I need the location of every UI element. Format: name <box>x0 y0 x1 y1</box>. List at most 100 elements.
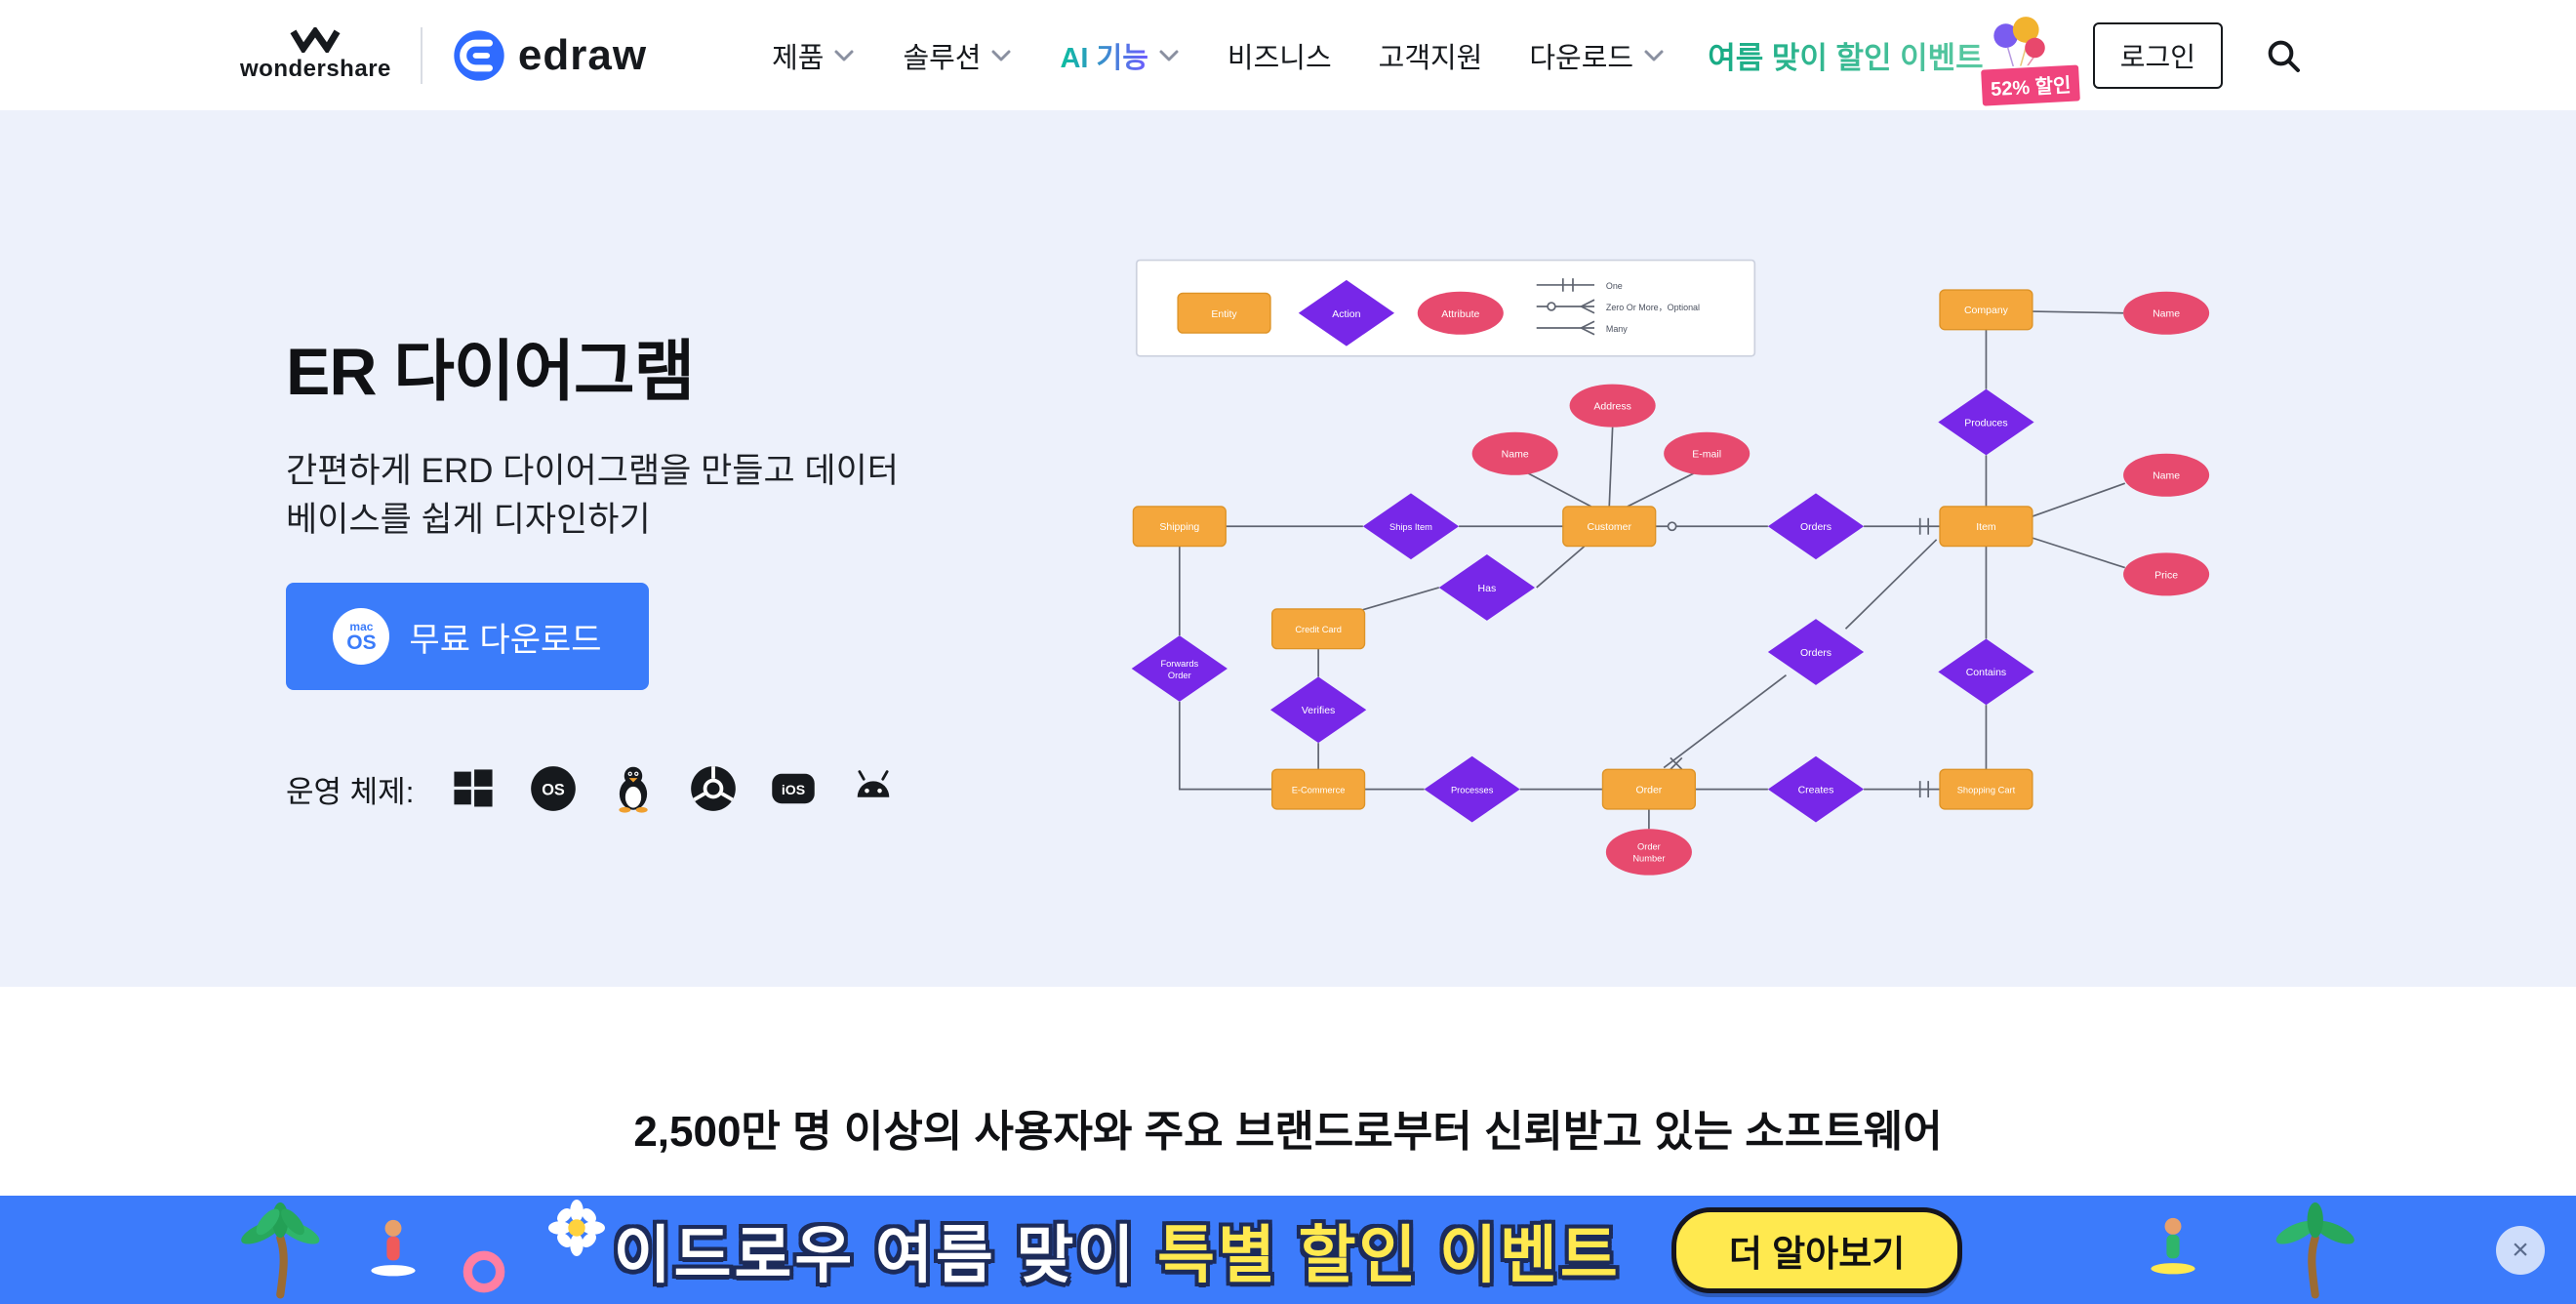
banner-headline: 이드로우 여름 맞이 특별 할인 이벤트 <box>614 1205 1621 1295</box>
chevron-down-icon <box>1159 50 1179 61</box>
nav-label: 다운로드 <box>1529 42 1634 74</box>
diagram-attributes: Name Address Name E-mail Name Price Orde… <box>1471 291 2210 876</box>
nav-item-download[interactable]: 다운로드 <box>1529 35 1666 76</box>
page-title: ER 다이어그램 <box>286 335 695 409</box>
node-order-number-line1: Order <box>1637 841 1661 851</box>
banner-close-button[interactable]: × <box>2496 1225 2545 1275</box>
macos-badge-top: mac <box>349 619 374 633</box>
nav-label: 고객지원 <box>1378 42 1483 74</box>
node-forwards-order-line1: Forwards <box>1160 659 1198 669</box>
legend-entity-label: Entity <box>1211 308 1237 320</box>
node-price: Price <box>2154 569 2178 581</box>
node-credit-card: Credit Card <box>1295 625 1342 634</box>
nav-item-business[interactable]: 비즈니스 <box>1228 35 1332 76</box>
diagram-legend: Entity Action Attribute One <box>1135 259 1756 357</box>
ios-icon-label: iOS <box>782 782 805 797</box>
banner-text-yellow: 특별 할인 이벤트 <box>1157 1219 1621 1290</box>
node-order-number-line2: Number <box>1632 853 1665 863</box>
node-has: Has <box>1478 583 1497 594</box>
banner-text-white: 이드로우 여름 맞이 <box>613 1219 1138 1290</box>
er-diagram-area: Entity Action Attribute One <box>1130 257 2221 885</box>
trust-section: 2,500만 명 이상의 사용자와 주요 브랜드로부터 신뢰받고 있는 소프트웨… <box>0 987 2576 1197</box>
nav-label: 솔루션 <box>903 42 982 74</box>
linux-icon <box>619 767 648 813</box>
node-name-company: Name <box>2153 308 2180 320</box>
macos-icon: OS <box>531 766 577 812</box>
legend-action-label: Action <box>1332 308 1360 320</box>
nav-item-products[interactable]: 제품 <box>772 35 856 76</box>
edraw-logo[interactable]: edraw <box>452 28 647 83</box>
hero-subtitle: 간편하게 ERD 다이어그램을 만들고 데이터베이스를 쉽게 디자인하기 <box>286 452 899 539</box>
free-download-button[interactable]: mac OS 무료 다운로드 <box>286 583 649 691</box>
edraw-wordmark: edraw <box>517 30 648 79</box>
chevron-down-icon <box>834 50 854 61</box>
node-customer: Customer <box>1587 521 1631 533</box>
main-nav: 제품 솔루션 AI 기능 비즈니스 고객지원 다운로드 <box>772 35 1666 76</box>
node-shipping: Shipping <box>1159 521 1199 533</box>
login-button[interactable]: 로그인 <box>2092 21 2223 89</box>
macos-icon-label: OS <box>543 782 566 799</box>
legend-attribute-label: Attribute <box>1441 308 1479 320</box>
legend-zero-or-more-label: Zero Or More，Optional <box>1606 303 1700 312</box>
header-right: 여름 맞이 할인 이벤트 52% 할인 로그인 <box>1708 16 2303 108</box>
search-button[interactable] <box>2264 36 2303 75</box>
os-label: 운영 체제: <box>286 774 415 809</box>
node-address: Address <box>1593 401 1631 413</box>
nav-item-solutions[interactable]: 솔루션 <box>903 35 1013 76</box>
diagram-relationships: Ships Item Orders Produces Has Verifies … <box>1131 388 2034 823</box>
node-shopping-cart: Shopping Cart <box>1957 785 2016 795</box>
promo-text: 여름 맞이 할인 이벤트 <box>1708 33 1984 77</box>
learn-more-button[interactable]: 더 알아보기 <box>1670 1206 1963 1293</box>
discount-badge: 52% 할인 <box>1978 61 2083 108</box>
node-verifies: Verifies <box>1302 705 1335 716</box>
node-name-customer: Name <box>1502 449 1529 461</box>
summer-sale-link[interactable]: 여름 맞이 할인 이벤트 52% 할인 <box>1708 16 2083 108</box>
legend-one-label: One <box>1606 281 1623 291</box>
node-ships-item: Ships Item <box>1389 522 1432 532</box>
ios-icon: iOS <box>772 774 816 804</box>
search-icon <box>2268 40 2300 72</box>
trust-heading: 2,500만 명 이상의 사용자와 주요 브랜드로부터 신뢰받고 있는 소프트웨… <box>633 1108 1943 1156</box>
chrome-icon <box>691 766 737 812</box>
node-forwards-order-line2: Order <box>1168 671 1191 680</box>
windows-icon <box>454 769 493 807</box>
node-email: E-mail <box>1692 449 1721 461</box>
wondershare-logo[interactable]: wondershare <box>240 27 391 83</box>
brand-divider <box>420 26 423 84</box>
node-orders-1: Orders <box>1800 521 1831 533</box>
banner-content: 이드로우 여름 맞이 특별 할인 이벤트 더 알아보기 <box>0 1196 2576 1304</box>
nav-item-ai-features[interactable]: AI 기능 <box>1060 35 1180 76</box>
node-creates: Creates <box>1798 784 1834 795</box>
free-download-label: 무료 다운로드 <box>409 621 602 659</box>
macos-badge-icon: mac OS <box>333 608 390 666</box>
top-navigation: wondershare edraw 제품 솔루션 <box>0 0 2576 110</box>
android-icon <box>858 770 890 798</box>
node-item: Item <box>1976 521 1996 533</box>
nav-label: 비즈니스 <box>1227 42 1332 74</box>
macos-badge-bottom: OS <box>346 631 377 654</box>
balloons-icon: 52% 할인 <box>1978 16 2083 108</box>
node-name-item: Name <box>2153 470 2180 482</box>
hero-section: ER 다이어그램 간편하게 ERD 다이어그램을 만들고 데이터베이스를 쉽게 … <box>0 110 2576 987</box>
wondershare-w-icon <box>290 27 341 53</box>
nav-item-support[interactable]: 고객지원 <box>1379 35 1483 76</box>
wondershare-wordmark: wondershare <box>240 56 391 82</box>
summer-sale-banner[interactable]: 이드로우 여름 맞이 특별 할인 이벤트 더 알아보기 × <box>0 1196 2576 1304</box>
er-diagram-illustration: Entity Action Attribute One <box>1131 259 2210 876</box>
diagram-edges <box>1178 310 2126 830</box>
node-company: Company <box>1964 305 2009 316</box>
brand-area: wondershare edraw <box>240 26 647 84</box>
chevron-down-icon <box>991 50 1011 61</box>
diagram-notation-marks <box>1667 517 1930 798</box>
node-orders-2: Orders <box>1800 647 1831 659</box>
nav-label: 제품 <box>772 42 825 74</box>
node-order: Order <box>1635 784 1662 795</box>
chevron-down-icon <box>1644 50 1664 61</box>
edraw-logo-icon <box>454 29 504 81</box>
diagram-entities: Shipping Customer Item Company Credit Ca… <box>1132 289 2033 810</box>
os-support-row: 운영 체제: OS <box>286 764 959 813</box>
node-contains: Contains <box>1966 667 2006 678</box>
node-ecommerce: E-Commerce <box>1292 785 1346 795</box>
node-processes: Processes <box>1451 785 1494 795</box>
